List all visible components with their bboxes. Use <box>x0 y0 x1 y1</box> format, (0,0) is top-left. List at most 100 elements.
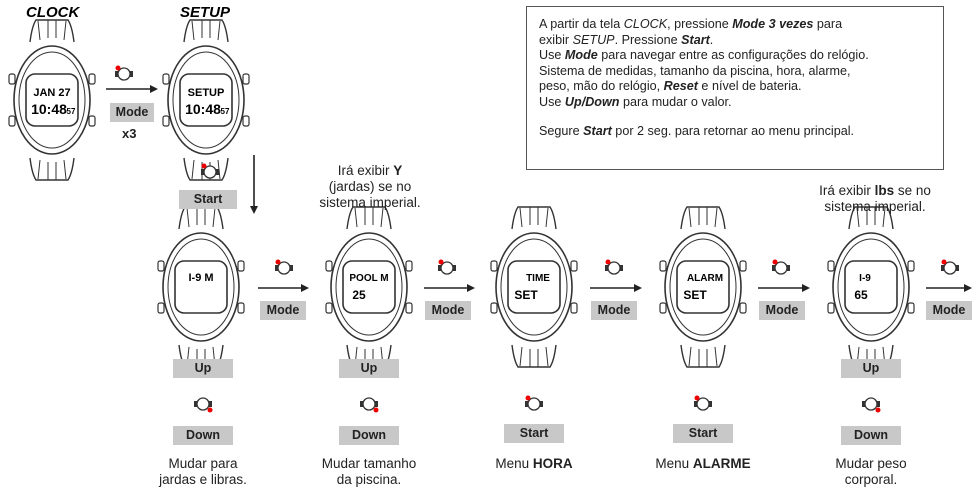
down-button-pool[interactable]: Down <box>339 426 399 445</box>
caption-menu-hora: Menu HORA <box>474 456 594 472</box>
mode-press-icon-5 <box>940 259 960 275</box>
info-text: , pressione <box>667 17 733 31</box>
down-press-icon-weight <box>861 397 881 413</box>
info-text: para <box>813 17 843 31</box>
info-text: . <box>709 32 714 47</box>
arrow-units-to-pool <box>258 284 309 292</box>
info-text: Segure <box>539 124 584 138</box>
info-text: e nível de bateria. <box>697 79 802 93</box>
down-button-weight[interactable]: Down <box>841 426 901 445</box>
watch-setup: SETUP 10:48 57 <box>162 19 250 181</box>
watch-weight: I-9 65 <box>827 206 915 368</box>
info-text: Mode <box>564 48 598 62</box>
info-text: CLOCK <box>623 17 668 31</box>
mode-press-icon-4 <box>771 259 791 275</box>
caption-text: HORA <box>532 456 573 471</box>
screen-clock-sec: 57 <box>67 107 76 116</box>
arrow-setup-down <box>250 155 258 214</box>
note-yards: Irá exibir Y (jardas) se no sistema impe… <box>300 163 440 211</box>
caption-menu-alarme: Menu ALARME <box>633 456 773 472</box>
info-text: Sistema de medidas, tamanho da piscina, … <box>539 63 851 78</box>
mode-button-4[interactable]: Mode <box>759 301 805 320</box>
note-text: Irá exibir <box>819 183 875 198</box>
watch-units: I-9 M <box>157 206 245 368</box>
note-text: (jardas) se no <box>328 179 412 194</box>
caption-change-units: Mudar para jardas e libras. <box>143 456 263 488</box>
watch-clock: JAN 27 10:48 57 <box>8 19 96 181</box>
mode-button-5[interactable]: Mode <box>926 301 972 320</box>
info-text: Use <box>539 48 565 62</box>
note-text: sistema imperial. <box>824 199 926 214</box>
screen-setup-time: 10:48 <box>185 101 221 117</box>
watch-time: TIME SET <box>490 206 578 368</box>
info-text: peso, mão do relógio, <box>539 79 664 93</box>
info-text: Mode 3 vezes <box>732 17 814 31</box>
title-setup: SETUP <box>180 4 231 21</box>
mode-repeat-label: x3 <box>122 126 137 141</box>
start-press-icon <box>200 163 220 179</box>
mode-button-1[interactable]: Mode <box>260 301 306 320</box>
screen-time-top: TIME <box>526 273 550 284</box>
mode-press-icon <box>114 65 134 81</box>
title-clock: CLOCK <box>26 4 80 21</box>
screen-setup-top: SETUP <box>188 87 225 99</box>
note-text: lbs <box>874 183 895 198</box>
screen-clock-time: 10:48 <box>31 101 67 117</box>
start-button-time[interactable]: Start <box>504 424 564 443</box>
info-text: Start <box>583 124 612 138</box>
down-press-icon-units <box>193 397 213 413</box>
info-text: . Pressione <box>614 32 682 47</box>
arrow-pool-to-time <box>424 284 475 292</box>
up-button-pool[interactable]: Up <box>339 359 399 378</box>
screen-alarm-bottom: SET <box>683 288 707 302</box>
caption-text: Mudar para <box>168 456 238 471</box>
mode-button-3[interactable]: Mode <box>591 301 637 320</box>
mode-press-icon-3 <box>604 259 624 275</box>
watch-alarm: ALARM SET <box>659 206 747 368</box>
info-text: A partir da tela <box>539 17 624 31</box>
down-button-units[interactable]: Down <box>173 426 233 445</box>
arrow-clock-to-setup <box>106 85 158 93</box>
caption-text: corporal. <box>844 472 898 487</box>
caption-text: Mudar peso <box>835 456 907 471</box>
up-button-weight[interactable]: Up <box>841 359 901 378</box>
screen-clock-top: JAN 27 <box>33 87 70 99</box>
info-text: Up/Down <box>564 94 620 109</box>
screen-weight-bottom: 65 <box>854 288 868 302</box>
info-text: para navegar entre as configurações do r… <box>597 48 869 62</box>
info-text: Start <box>681 32 710 47</box>
arrow-time-to-alarm <box>590 284 642 292</box>
caption-text: Menu <box>495 456 533 471</box>
screen-weight-top: I-9 <box>859 273 871 284</box>
note-text: Y <box>393 163 403 178</box>
caption-text: jardas e libras. <box>159 472 247 487</box>
mode-button-top[interactable]: Mode <box>110 103 154 122</box>
screen-alarm-top: ALARM <box>687 273 723 284</box>
caption-change-weight: Mudar peso corporal. <box>811 456 931 488</box>
caption-text: Mudar tamanho <box>321 456 417 471</box>
down-press-icon-pool <box>359 397 379 413</box>
note-text: sistema imperial. <box>319 195 421 210</box>
up-button-units[interactable]: Up <box>173 359 233 378</box>
info-text: Reset <box>663 79 698 93</box>
caption-text: da piscina. <box>336 472 402 487</box>
start-button-alarm[interactable]: Start <box>673 424 733 443</box>
screen-pool-top: POOL M <box>349 273 388 284</box>
instructions-box: A partir da tela CLOCK, pressione Mode 3… <box>526 6 944 170</box>
mode-button-2[interactable]: Mode <box>425 301 471 320</box>
note-text: se no <box>894 183 931 198</box>
screen-time-bottom: SET <box>514 288 538 302</box>
screen-setup-sec: 57 <box>221 107 230 116</box>
start-button-top[interactable]: Start <box>179 190 237 209</box>
info-text: por 2 seg. para retornar ao menu princip… <box>611 124 855 138</box>
mode-press-icon-2 <box>437 259 457 275</box>
start-press-icon-alarm <box>693 395 713 411</box>
caption-text: Menu <box>655 456 693 471</box>
info-text: para mudar o valor. <box>619 94 732 109</box>
screen-pool-bottom: 25 <box>352 288 366 302</box>
mode-press-icon-1 <box>274 259 294 275</box>
watch-pool: POOL M 25 <box>325 206 413 368</box>
note-lbs: Irá exibir lbs se no sistema imperial. <box>795 183 955 215</box>
caption-change-pool: Mudar tamanho da piscina. <box>309 456 429 488</box>
